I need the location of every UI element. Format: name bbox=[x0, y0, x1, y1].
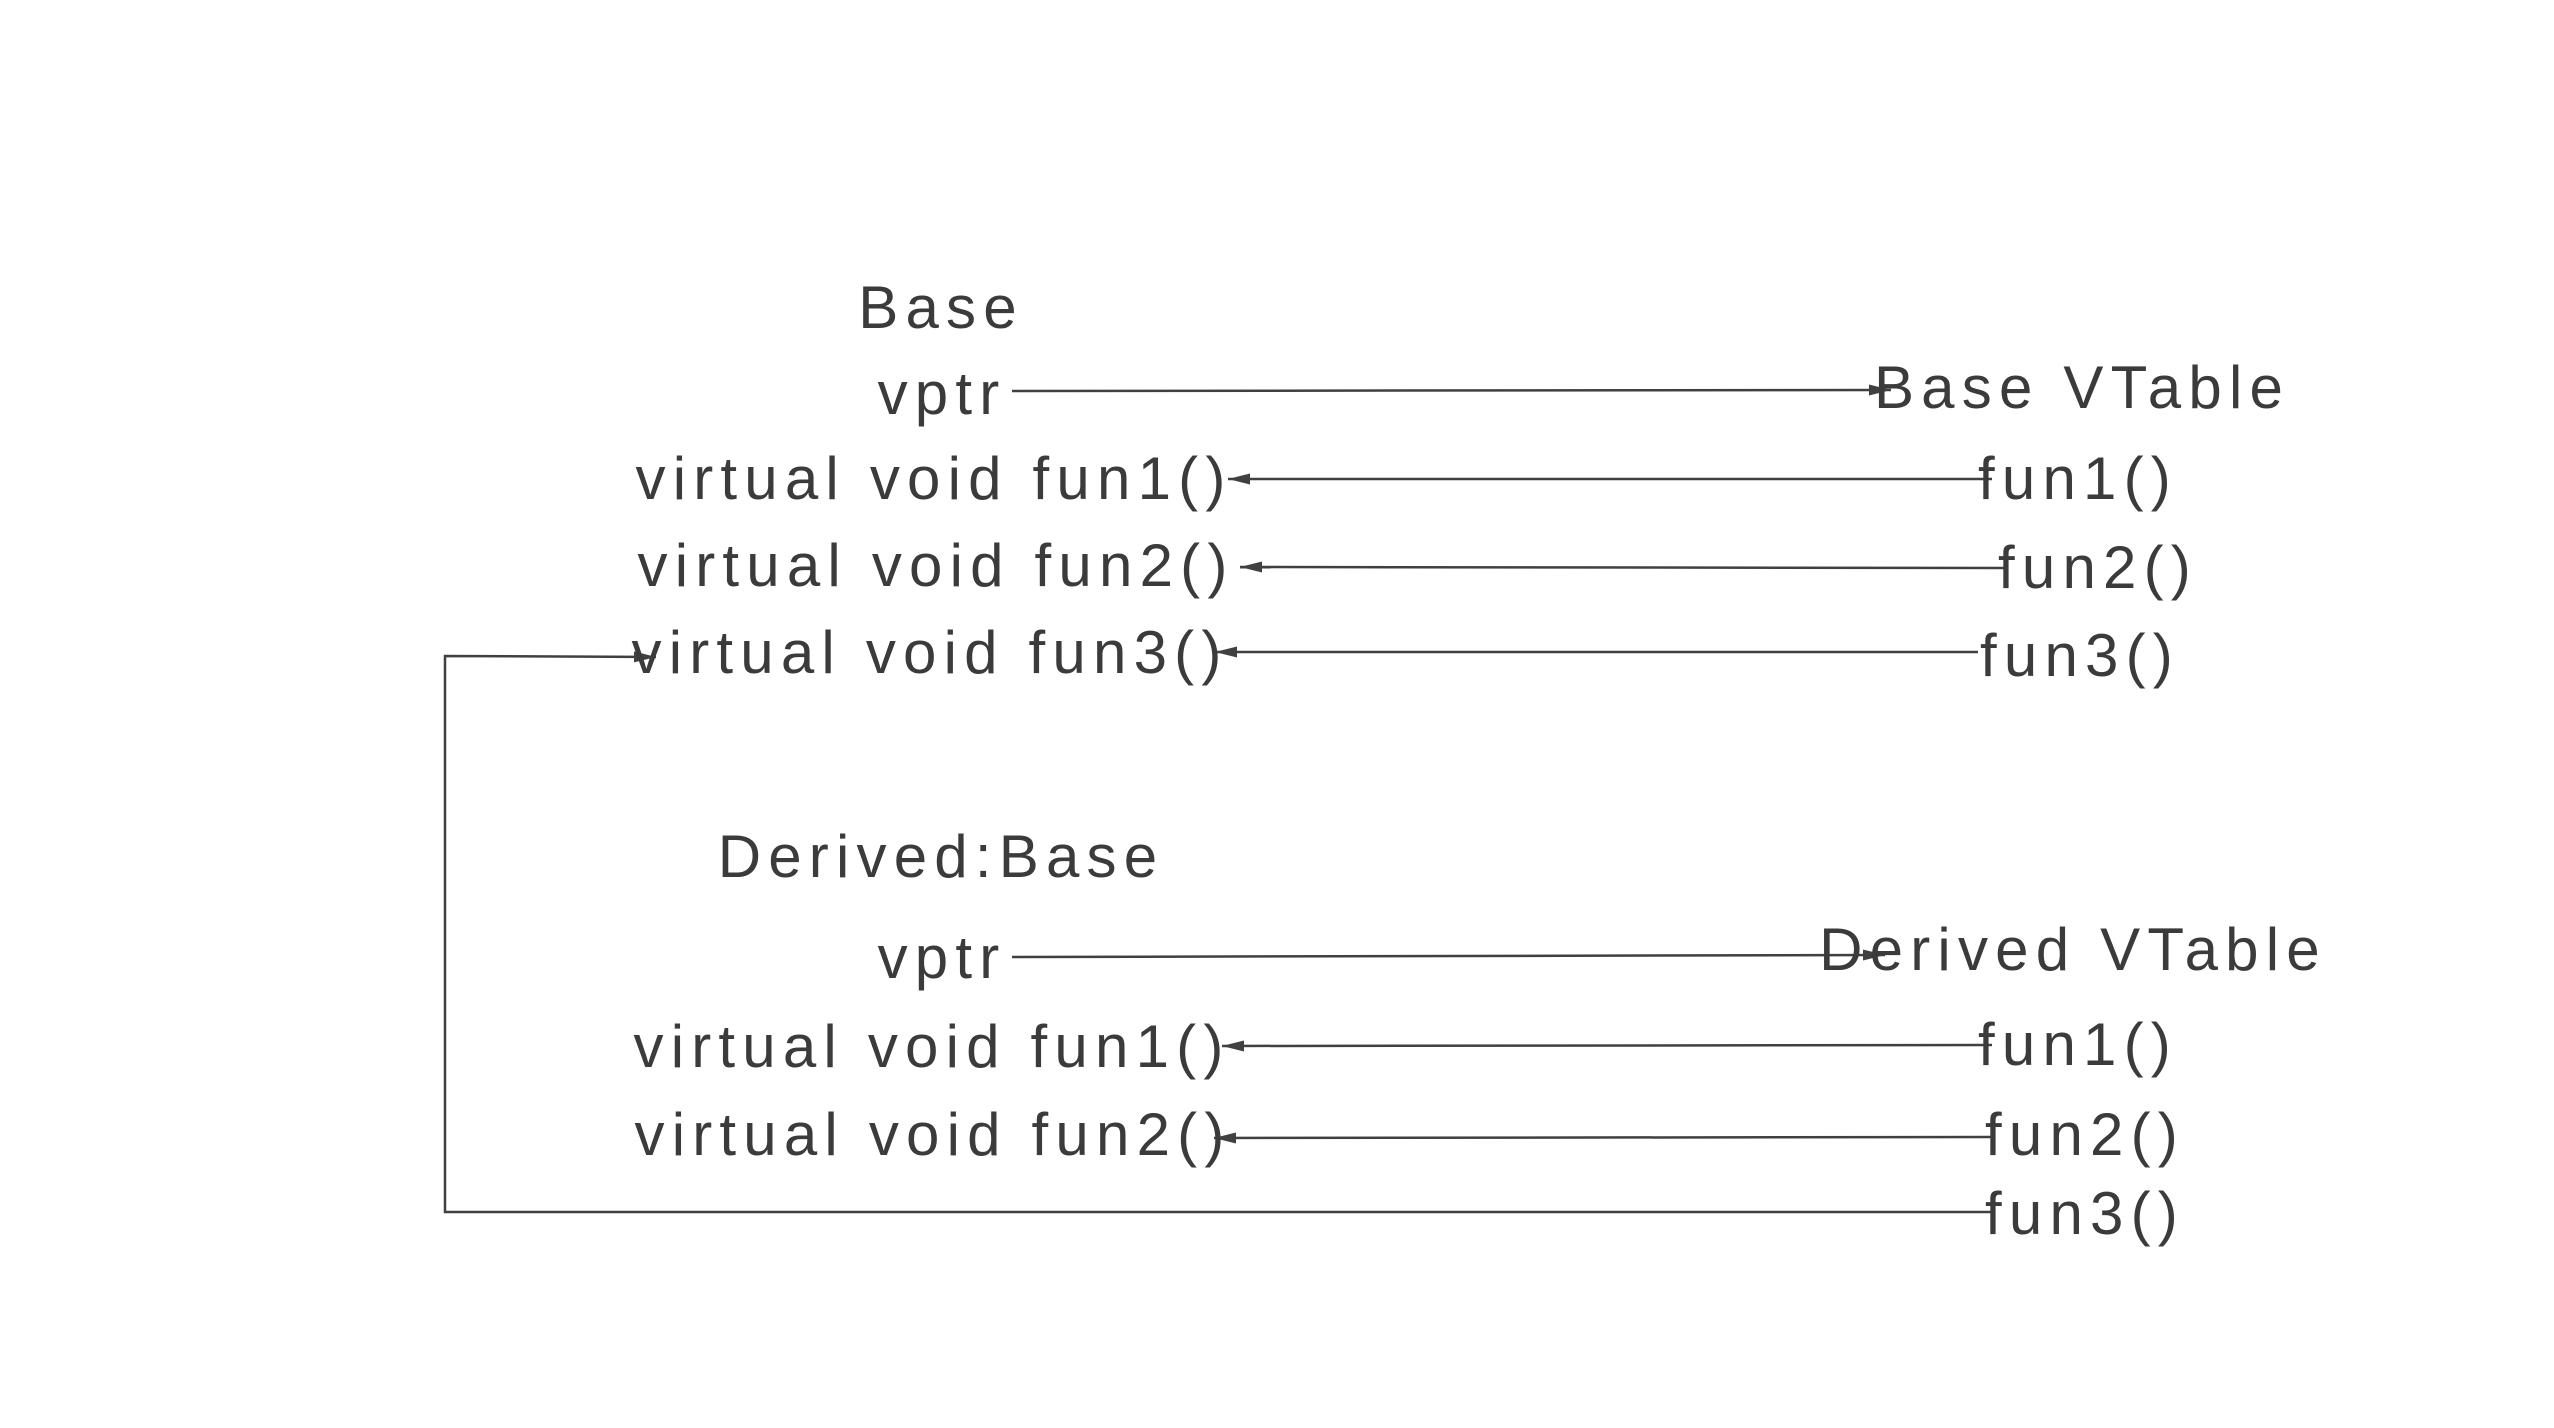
base-vtable-entry-fun1: fun1() bbox=[1978, 445, 2178, 512]
derived-class-title: Derived:Base bbox=[717, 823, 1165, 890]
arrow-derived-vtable-fun2-to-derived-fun2 bbox=[1213, 1132, 1993, 1144]
derived-class-method-fun2: virtual void fun2() bbox=[634, 1101, 1232, 1168]
arrow-derived-vtable-fun1-to-derived-fun1 bbox=[1221, 1040, 1993, 1052]
base-vtable-entry-fun3: fun3() bbox=[1980, 622, 2180, 689]
base-class-title: Base bbox=[858, 274, 1024, 341]
base-class-vptr: vptr bbox=[877, 360, 1007, 427]
derived-class-method-fun1: virtual void fun1() bbox=[633, 1013, 1231, 1080]
arrow-base-vtable-fun2-to-base-fun2 bbox=[1239, 561, 2009, 573]
base-class-method-fun3: virtual void fun3() bbox=[631, 619, 1229, 686]
derived-class-vptr: vptr bbox=[877, 924, 1007, 991]
derived-vtable-entry-fun1: fun1() bbox=[1978, 1011, 2178, 1078]
arrow-derived-vtable-fun3-to-base-fun3 bbox=[443, 651, 1992, 1214]
derived-vtable-title: Derived VTable bbox=[1819, 916, 2327, 983]
arrow-base-vptr-to-base-vtable bbox=[1011, 384, 1892, 396]
base-class-method-fun2: virtual void fun2() bbox=[637, 532, 1235, 599]
base-class-method-fun1: virtual void fun1() bbox=[635, 445, 1233, 512]
base-vtable-entry-fun2: fun2() bbox=[1998, 534, 2198, 601]
base-vtable-title: Base VTable bbox=[1873, 354, 2291, 421]
derived-vtable-entry-fun2: fun2() bbox=[1985, 1101, 2185, 1168]
derived-vtable-entry-fun3: fun3() bbox=[1985, 1180, 2185, 1247]
arrow-derived-vptr-to-derived-vtable bbox=[1011, 949, 1886, 961]
